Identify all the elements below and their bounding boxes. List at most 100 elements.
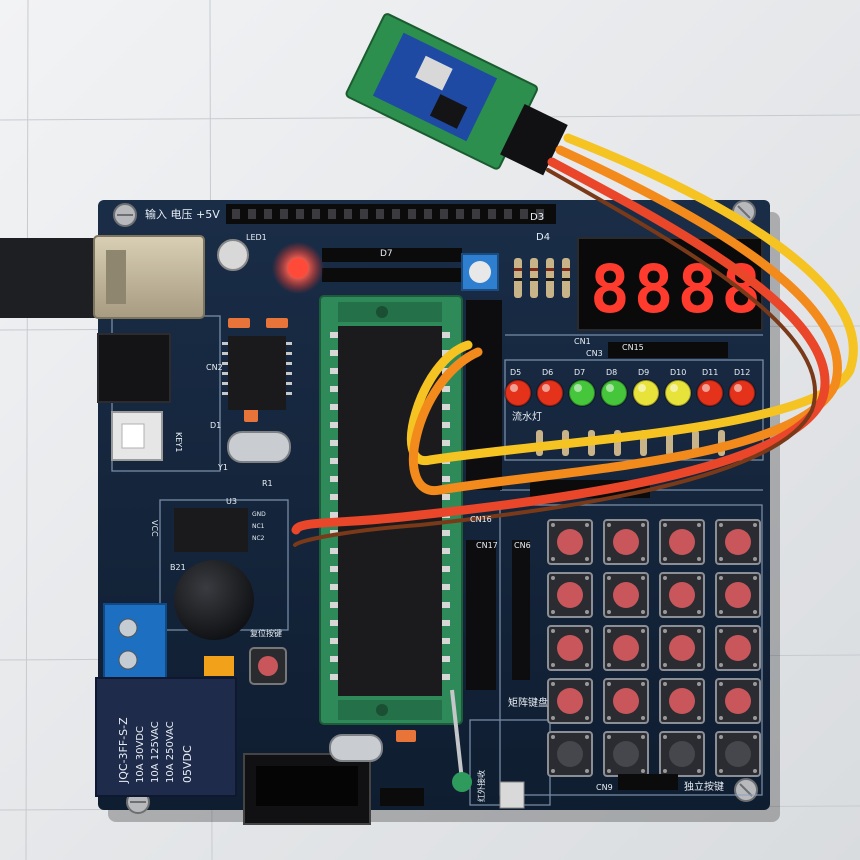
crystal-bottom [329, 734, 383, 762]
mcu-pin [330, 512, 338, 518]
mcu-pin [330, 602, 338, 608]
led-label: D8 [606, 368, 617, 377]
label-lsd: 流水灯 [512, 410, 542, 423]
led-red [536, 379, 564, 407]
ir-receiver [499, 781, 525, 809]
matrix-key[interactable] [659, 572, 705, 618]
mcu-pin [442, 566, 450, 572]
label-cn9: CN9 [596, 783, 613, 792]
wire-red [291, 157, 830, 535]
mcu-pin [442, 332, 450, 338]
matrix-key[interactable] [547, 625, 593, 671]
label-cn6: CN6 [514, 541, 531, 550]
cn17-header [512, 540, 530, 680]
label-d3: D3 [530, 212, 544, 223]
wire-dark [293, 168, 817, 547]
cn16-header [466, 540, 496, 690]
led-red [504, 379, 532, 407]
independent-key[interactable] [715, 731, 761, 777]
matrix-key[interactable] [603, 625, 649, 671]
label-matrix: 矩阵键盘 [508, 696, 548, 709]
usb-cable [0, 238, 100, 318]
bottom-3pin-header [380, 788, 424, 806]
power-label: 输入 电压 +5V [145, 207, 220, 221]
matrix-key[interactable] [547, 519, 593, 565]
top-header-pins [232, 209, 544, 219]
svg-text:10A 125VAC: 10A 125VAC [150, 721, 161, 783]
label-independent: 独立按键 [684, 780, 724, 793]
mcu-pin [330, 350, 338, 356]
mcu-pin [442, 548, 450, 554]
relay [95, 677, 237, 797]
mcu-pin [442, 530, 450, 536]
label-cn15: CN15 [622, 343, 644, 352]
mcu-pin [330, 638, 338, 644]
led-green [600, 379, 628, 407]
independent-key-header [618, 774, 678, 790]
matrix-key[interactable] [715, 519, 761, 565]
label-reset: 复位按键 [250, 628, 282, 638]
label-cn1: CN1 [574, 337, 591, 346]
mcu-pin [330, 332, 338, 338]
label-key1: KEY1 [174, 432, 183, 452]
mcu-pin [442, 476, 450, 482]
wire-yellow [406, 133, 858, 465]
matrix-key[interactable] [659, 678, 705, 724]
mcu-pin [330, 404, 338, 410]
silkscreen-labels: D3 D4 LED1 D7 CN2 CN3 CN1 KEY1 CN16 CN17… [150, 212, 724, 802]
mcu-pin [330, 422, 338, 428]
label-y1: Y1 [217, 463, 228, 472]
label-cn17: CN17 [476, 541, 498, 550]
svg-text:05VDC: 05VDC [181, 745, 194, 783]
mcu-pin [330, 548, 338, 554]
mcu-pin [442, 494, 450, 500]
chip-pins [222, 342, 292, 395]
matrix-key[interactable] [715, 678, 761, 724]
buzzer [174, 560, 254, 640]
terminal-block [103, 603, 167, 679]
mcu-pin [442, 404, 450, 410]
label-d1: D1 [210, 421, 221, 430]
power-led [288, 258, 308, 278]
mcu-pin [442, 422, 450, 428]
matrix-key[interactable] [715, 625, 761, 671]
label-cn3: CN3 [586, 349, 603, 358]
matrix-key[interactable] [547, 572, 593, 618]
mcu-pin [330, 440, 338, 446]
led-row [504, 379, 756, 407]
matrix-key[interactable] [547, 678, 593, 724]
led-label: D10 [670, 368, 686, 377]
bluetooth-module [345, 13, 568, 176]
led-label: D7 [574, 368, 585, 377]
label-u3: U3 [226, 497, 237, 506]
mcu-pin [330, 386, 338, 392]
mcu-pin [330, 476, 338, 482]
capacitor [217, 239, 249, 271]
mcu-pin [330, 584, 338, 590]
matrix-key[interactable] [603, 519, 649, 565]
terminal-screw-icon [118, 618, 138, 638]
label-led1: LED1 [246, 233, 267, 242]
matrix-key[interactable] [603, 678, 649, 724]
zif-lever [450, 689, 464, 781]
matrix-key[interactable] [659, 519, 705, 565]
label-d7: D7 [380, 249, 393, 259]
matrix-key[interactable] [603, 572, 649, 618]
led-red [728, 379, 756, 407]
independent-key[interactable] [603, 731, 649, 777]
led-red [696, 379, 724, 407]
svg-text:10A 250VAC: 10A 250VAC [165, 721, 176, 783]
matrix-key[interactable] [659, 625, 705, 671]
independent-key[interactable] [659, 731, 705, 777]
resistor [666, 430, 673, 456]
mcu-pin [442, 638, 450, 644]
led-label: D11 [702, 368, 718, 377]
matrix-key[interactable] [715, 572, 761, 618]
mcu-pin [442, 386, 450, 392]
mcu-pin [330, 368, 338, 374]
label-nc2: NC2 [252, 535, 265, 542]
label-d4: D4 [536, 232, 550, 243]
independent-key[interactable] [547, 731, 593, 777]
label-r1: R1 [262, 479, 273, 488]
